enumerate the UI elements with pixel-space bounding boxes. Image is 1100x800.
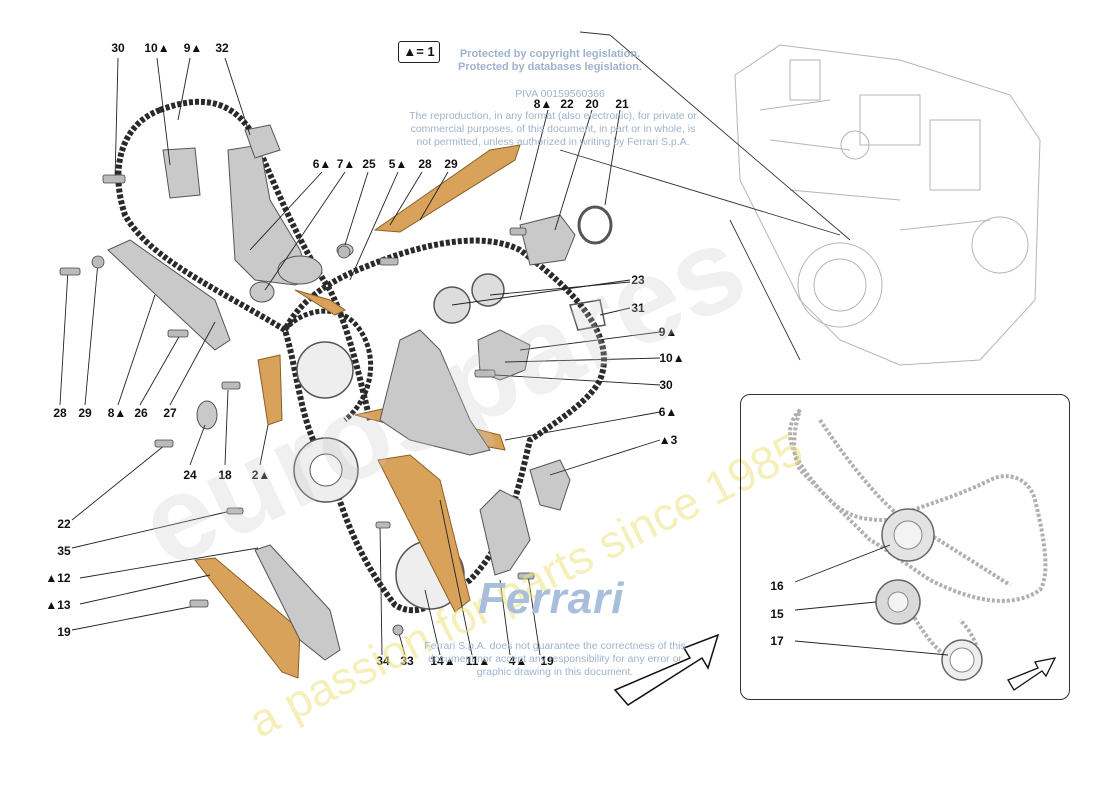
engine-overview-sketch: [734, 44, 1041, 366]
callout-label: 15: [770, 607, 784, 621]
callout-label: 14▲: [430, 654, 455, 668]
callout-label: 19: [57, 625, 71, 639]
callout-label: 6▲: [313, 157, 332, 171]
disclaimer-notice: Ferrari S.p.A. does not guarantee the co…: [424, 640, 686, 678]
callout-label: 19: [540, 654, 554, 668]
callout-label: 9▲: [659, 325, 678, 339]
callout-label: 32: [215, 41, 229, 55]
callout-label: 16: [770, 579, 784, 593]
callout-label: 35: [57, 544, 71, 558]
callout-label: 28: [53, 406, 67, 420]
callout-label: 30: [659, 378, 673, 392]
inset-detail-frame: [740, 394, 1070, 700]
main-timing-chain: [115, 98, 607, 614]
reproduction-notice: The reproduction, in any format (also el…: [409, 110, 697, 148]
callout-label: 5▲: [389, 157, 408, 171]
callout-label: 9▲: [184, 41, 203, 55]
callout-leader-lines: [59, 57, 661, 656]
ferrari-wordmark: Ferrari: [478, 574, 625, 623]
callout-label: 4▲: [509, 654, 528, 668]
callout-label: 22: [560, 97, 574, 111]
callout-label: ▲3: [659, 433, 678, 447]
callout-label: 17: [770, 634, 784, 648]
callout-label: 33: [400, 654, 414, 668]
callout-label: 8▲: [534, 97, 553, 111]
vat-number: PIVA 00159560366: [515, 88, 605, 100]
callout-label: 29: [444, 157, 458, 171]
callout-label: 10▲: [659, 351, 684, 365]
callout-label: 10▲: [144, 41, 169, 55]
callout-label: ▲12: [45, 571, 71, 585]
callout-label: 18: [218, 468, 232, 482]
callout-label: 11▲: [466, 654, 491, 668]
engine-leader-lines: [559, 31, 851, 361]
callout-label: 2▲: [252, 468, 271, 482]
callout-label: 20: [585, 97, 599, 111]
callout-label: 34: [376, 654, 390, 668]
inset-chain-detail: 16 15 17: [770, 408, 1057, 691]
callout-label: 27: [163, 406, 177, 420]
callout-label: 8▲: [108, 406, 127, 420]
callout-label: 6▲: [659, 405, 678, 419]
callout-label: 29: [78, 406, 92, 420]
copyright-notice: Protected by copyright legislation. Prot…: [457, 48, 642, 73]
tensioners-and-brackets: [107, 124, 613, 661]
callout-label: 7▲: [337, 157, 356, 171]
callout-label: 23: [631, 273, 645, 287]
bolts: [59, 174, 535, 636]
callout-label: ▲13: [45, 598, 71, 612]
callout-label: 26: [134, 406, 148, 420]
callout-labels: 30 10▲ 9▲ 32 8▲ 22 20 21 6▲ 7▲ 25 5▲ 28 …: [45, 41, 684, 668]
legend-quantity-key: ▲= 1: [398, 41, 440, 63]
direction-arrow: [613, 633, 720, 706]
callout-label: 22: [57, 517, 71, 531]
callout-label: 30: [111, 41, 125, 55]
callout-label: 24: [183, 468, 197, 482]
callout-label: 25: [362, 157, 376, 171]
callout-label: 21: [615, 97, 629, 111]
callout-label: 31: [631, 301, 645, 315]
callout-label: 28: [418, 157, 432, 171]
